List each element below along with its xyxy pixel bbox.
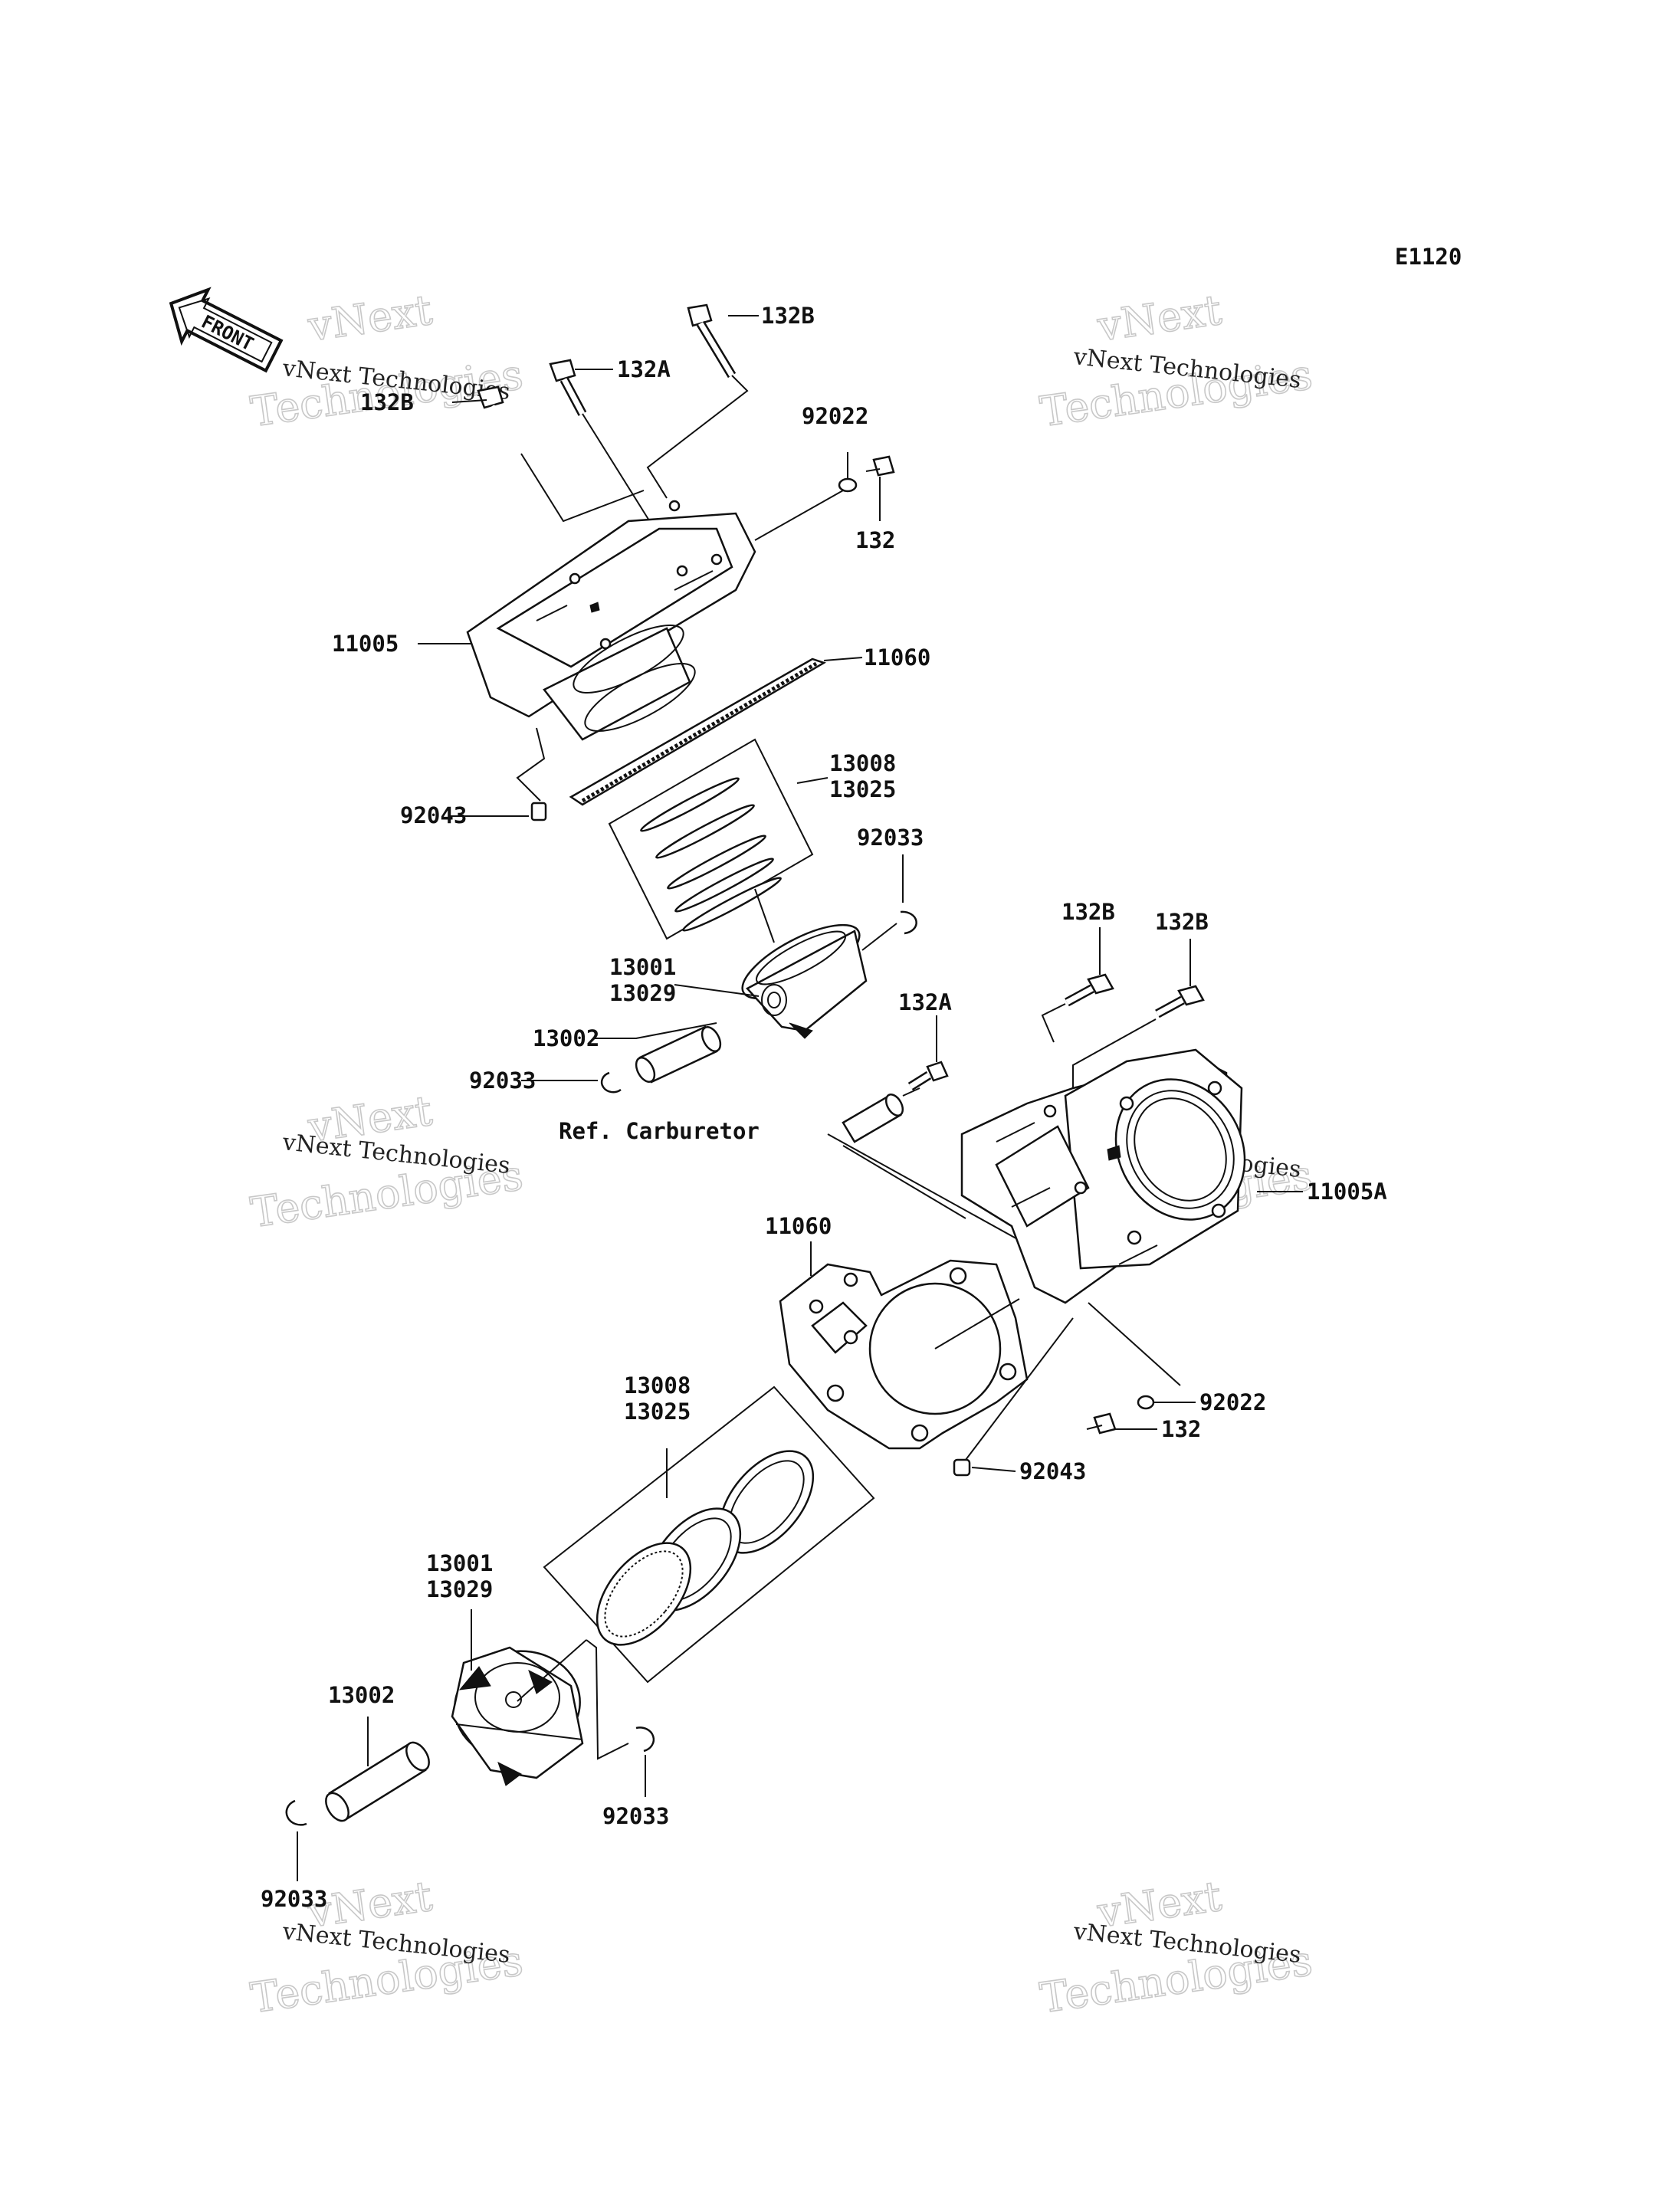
cylinder-11005-icon	[466, 500, 756, 741]
label-13008: 13008	[829, 750, 896, 776]
bolt-132A-icon	[549, 359, 587, 416]
diagram-code: E1120	[1395, 244, 1462, 270]
label-13029: 13029	[609, 980, 676, 1006]
label-92033: 92033	[857, 825, 924, 851]
lower-cylinder-group: 132B 132B 132A Ref. Carburetor 11005A 11…	[261, 899, 1387, 1912]
label-ref-carburetor: Ref. Carburetor	[559, 1118, 760, 1144]
label-13002: 13002	[533, 1025, 599, 1051]
watermark-line2: vNext	[304, 286, 435, 351]
label-11060: 11060	[864, 644, 930, 671]
label-132B: 132B	[360, 389, 414, 415]
washer-92022-icon	[838, 477, 858, 493]
label-92022: 92022	[1199, 1389, 1266, 1415]
pin-13002-icon	[635, 1025, 722, 1084]
label-132: 132	[1161, 1416, 1201, 1442]
circlip-92033-right-icon	[635, 1726, 655, 1753]
label-132B: 132B	[1061, 899, 1115, 925]
front-arrow-icon: FRONT	[169, 287, 284, 373]
label-92043: 92043	[1019, 1458, 1086, 1484]
label-13001: 13001	[609, 954, 676, 980]
label-13001: 13001	[426, 1550, 493, 1576]
label-92043: 92043	[400, 802, 467, 828]
label-13025: 13025	[829, 776, 896, 802]
pin-13002-icon	[325, 1741, 430, 1822]
dowel-92043-icon	[953, 1458, 971, 1477]
bolt-132B-left-icon	[477, 385, 523, 455]
label-132B: 132B	[1155, 909, 1209, 935]
label-13029: 13029	[426, 1576, 493, 1602]
label-132A: 132A	[617, 356, 671, 382]
circlip-92033-left-icon	[600, 1071, 622, 1094]
label-13025: 13025	[624, 1399, 691, 1425]
carburetor-joint-icon	[842, 1094, 904, 1143]
piston-rings-13008-icon	[640, 777, 782, 932]
label-11005A: 11005A	[1307, 1179, 1387, 1205]
label-132: 132	[855, 527, 895, 553]
label-132B: 132B	[761, 303, 815, 329]
circlip-92033-right-icon	[900, 910, 917, 935]
label-11060: 11060	[765, 1213, 832, 1239]
bolt-132B-b-icon	[1155, 985, 1205, 1018]
label-11005: 11005	[332, 631, 399, 657]
piston-13001-icon	[451, 1646, 584, 1786]
label-92033: 92033	[469, 1067, 536, 1094]
rings-13008-box	[608, 738, 814, 940]
gasket-11060-icon	[569, 657, 827, 806]
piston-rings-13008-icon	[596, 1450, 815, 1646]
label-132A: 132A	[898, 989, 952, 1015]
bolt-132B-right-icon	[687, 303, 737, 379]
bolt-132A-icon	[907, 1061, 949, 1091]
bolt-132-icon	[865, 455, 895, 477]
piston-13001-icon	[741, 923, 868, 1039]
label-92033: 92033	[602, 1803, 669, 1829]
washer-92022-icon	[1137, 1395, 1155, 1410]
label-92033: 92033	[261, 1886, 327, 1912]
dowel-92043-icon	[530, 802, 547, 821]
gasket-11060-icon	[779, 1259, 1029, 1450]
circlip-92033-left-icon	[285, 1799, 307, 1826]
bolt-132B-a-icon	[1065, 973, 1114, 1007]
label-13002: 13002	[328, 1682, 395, 1708]
label-92022: 92022	[802, 403, 868, 429]
bolt-132-icon	[1086, 1412, 1117, 1435]
upper-cylinder-group: 132B 132A 132B 92022 132 11005 11060 920…	[332, 303, 930, 1094]
cylinder-11005A-icon	[960, 1048, 1246, 1304]
watermark-line2: vNext	[1094, 286, 1224, 351]
label-13008: 13008	[624, 1372, 691, 1399]
